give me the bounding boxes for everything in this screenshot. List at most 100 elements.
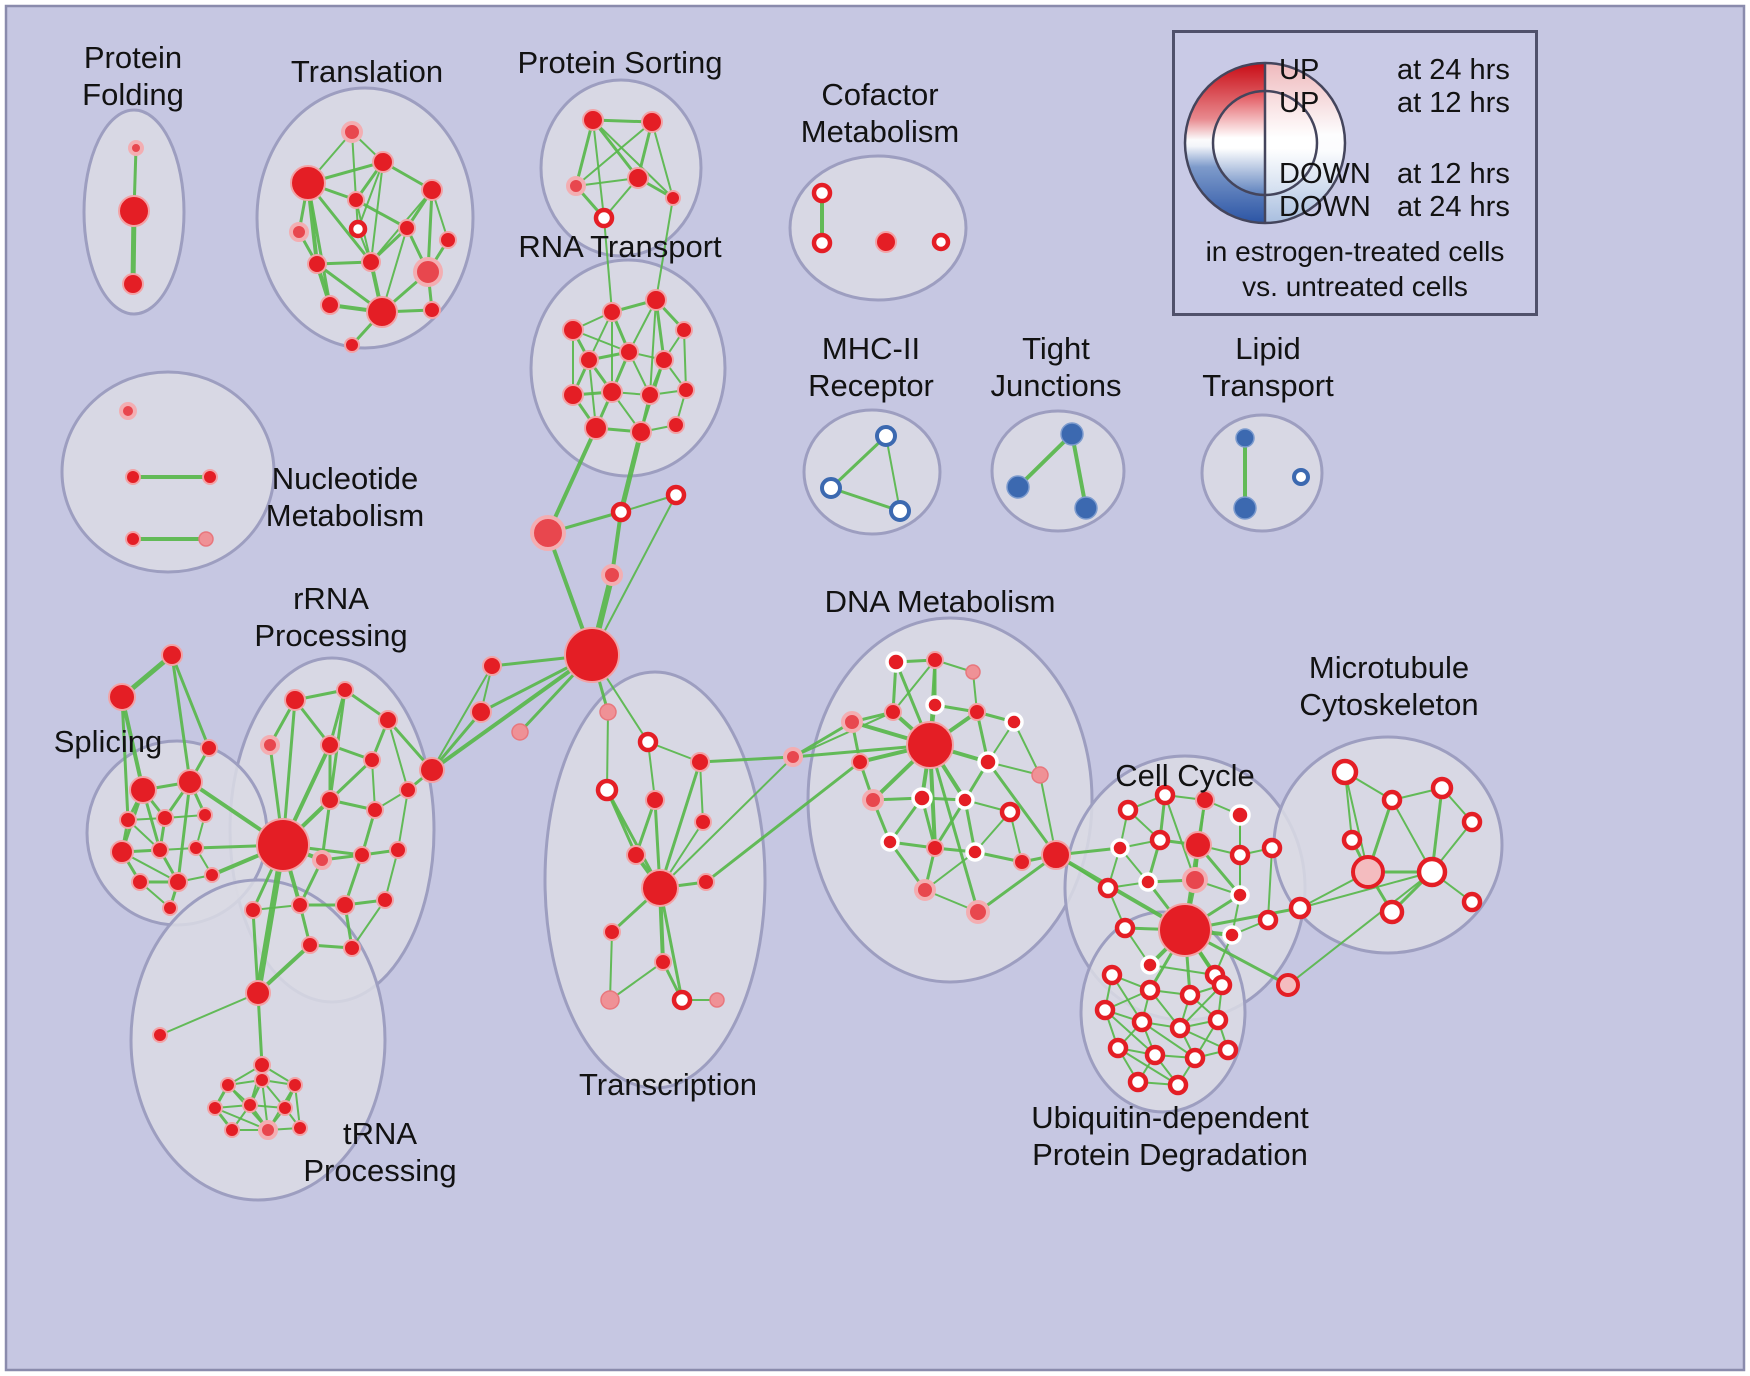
network-node-177[interactable] bbox=[1288, 896, 1312, 920]
network-node-191[interactable] bbox=[1127, 1071, 1149, 1093]
network-node-72[interactable] bbox=[188, 840, 204, 856]
network-node-154[interactable] bbox=[1149, 829, 1171, 851]
network-node-10[interactable] bbox=[398, 219, 416, 237]
network-node-1[interactable] bbox=[118, 195, 150, 227]
network-node-69[interactable] bbox=[197, 807, 213, 823]
network-node-66[interactable] bbox=[177, 769, 203, 795]
network-node-11[interactable] bbox=[439, 231, 457, 249]
network-node-107[interactable] bbox=[242, 1097, 258, 1113]
network-node-101[interactable] bbox=[152, 1027, 168, 1043]
network-node-87[interactable] bbox=[312, 850, 332, 870]
network-node-134[interactable] bbox=[968, 703, 986, 721]
network-node-189[interactable] bbox=[1184, 1047, 1206, 1069]
network-node-13[interactable] bbox=[361, 252, 381, 272]
network-node-23[interactable] bbox=[665, 190, 681, 206]
network-node-130[interactable] bbox=[841, 711, 863, 733]
network-node-96[interactable] bbox=[419, 757, 445, 783]
network-node-42[interactable] bbox=[667, 416, 685, 434]
network-node-98[interactable] bbox=[470, 701, 492, 723]
network-node-40[interactable] bbox=[584, 416, 608, 440]
network-node-187[interactable] bbox=[1107, 1037, 1129, 1059]
network-node-113[interactable] bbox=[637, 731, 659, 753]
network-node-136[interactable] bbox=[851, 753, 869, 771]
network-node-152[interactable] bbox=[1229, 804, 1251, 826]
network-node-6[interactable] bbox=[421, 179, 443, 201]
network-node-47[interactable] bbox=[1006, 475, 1030, 499]
network-node-111[interactable] bbox=[292, 1120, 308, 1136]
network-node-161[interactable] bbox=[1230, 885, 1250, 905]
network-node-129[interactable] bbox=[965, 664, 981, 680]
network-node-38[interactable] bbox=[640, 385, 660, 405]
network-node-0[interactable] bbox=[128, 140, 144, 156]
network-node-97[interactable] bbox=[482, 656, 502, 676]
network-node-124[interactable] bbox=[671, 989, 693, 1011]
network-node-81[interactable] bbox=[320, 735, 340, 755]
network-node-92[interactable] bbox=[376, 891, 394, 909]
network-node-135[interactable] bbox=[1004, 712, 1024, 732]
network-node-29[interactable] bbox=[562, 319, 584, 341]
network-node-121[interactable] bbox=[603, 923, 621, 941]
network-node-176[interactable] bbox=[1379, 899, 1405, 925]
network-node-79[interactable] bbox=[378, 710, 398, 730]
network-node-181[interactable] bbox=[1179, 984, 1201, 1006]
network-node-83[interactable] bbox=[256, 818, 310, 872]
network-node-37[interactable] bbox=[601, 381, 623, 403]
network-node-100[interactable] bbox=[245, 980, 271, 1006]
network-node-105[interactable] bbox=[287, 1077, 303, 1093]
network-node-147[interactable] bbox=[1013, 853, 1031, 871]
network-node-178[interactable] bbox=[1276, 973, 1300, 997]
network-node-53[interactable] bbox=[125, 469, 141, 485]
network-node-32[interactable] bbox=[675, 321, 693, 339]
network-node-188[interactable] bbox=[1144, 1044, 1166, 1066]
network-node-62[interactable] bbox=[161, 644, 183, 666]
network-node-46[interactable] bbox=[1060, 422, 1084, 446]
network-node-94[interactable] bbox=[343, 939, 361, 957]
network-node-104[interactable] bbox=[254, 1072, 270, 1088]
network-node-56[interactable] bbox=[198, 531, 214, 547]
network-node-25[interactable] bbox=[811, 182, 833, 204]
network-node-60[interactable] bbox=[601, 564, 623, 586]
network-node-145[interactable] bbox=[965, 842, 985, 862]
network-node-20[interactable] bbox=[641, 111, 663, 133]
network-node-125[interactable] bbox=[709, 992, 725, 1008]
network-node-4[interactable] bbox=[290, 165, 326, 201]
network-node-155[interactable] bbox=[1184, 831, 1212, 859]
network-node-31[interactable] bbox=[645, 289, 667, 311]
network-node-45[interactable] bbox=[889, 500, 911, 522]
network-node-19[interactable] bbox=[582, 109, 604, 131]
network-node-185[interactable] bbox=[1169, 1017, 1191, 1039]
network-node-49[interactable] bbox=[1235, 428, 1255, 448]
network-node-16[interactable] bbox=[366, 296, 398, 328]
network-node-93[interactable] bbox=[301, 936, 319, 954]
network-node-106[interactable] bbox=[207, 1100, 223, 1116]
network-node-102[interactable] bbox=[253, 1056, 271, 1074]
network-node-128[interactable] bbox=[926, 651, 944, 669]
network-node-109[interactable] bbox=[224, 1122, 240, 1138]
network-node-144[interactable] bbox=[926, 839, 944, 857]
network-node-172[interactable] bbox=[1341, 829, 1363, 851]
network-node-14[interactable] bbox=[413, 257, 443, 287]
network-node-186[interactable] bbox=[1207, 1009, 1229, 1031]
network-node-175[interactable] bbox=[1461, 891, 1483, 913]
network-node-44[interactable] bbox=[820, 477, 842, 499]
network-node-89[interactable] bbox=[389, 841, 407, 859]
network-node-28[interactable] bbox=[931, 232, 951, 252]
network-node-115[interactable] bbox=[595, 778, 619, 802]
network-node-150[interactable] bbox=[1154, 784, 1176, 806]
network-node-131[interactable] bbox=[884, 703, 902, 721]
network-node-35[interactable] bbox=[654, 350, 674, 370]
network-node-184[interactable] bbox=[1131, 1011, 1153, 1033]
network-node-117[interactable] bbox=[694, 813, 712, 831]
network-node-76[interactable] bbox=[162, 900, 178, 916]
network-node-7[interactable] bbox=[347, 191, 365, 209]
network-node-140[interactable] bbox=[911, 787, 933, 809]
network-node-112[interactable] bbox=[599, 703, 617, 721]
network-node-168[interactable] bbox=[1331, 758, 1359, 786]
network-node-120[interactable] bbox=[697, 873, 715, 891]
network-node-9[interactable] bbox=[348, 219, 368, 239]
network-node-170[interactable] bbox=[1430, 776, 1454, 800]
network-node-127[interactable] bbox=[885, 651, 907, 673]
network-node-159[interactable] bbox=[1138, 872, 1158, 892]
network-node-138[interactable] bbox=[1031, 766, 1049, 784]
network-node-68[interactable] bbox=[156, 809, 174, 827]
